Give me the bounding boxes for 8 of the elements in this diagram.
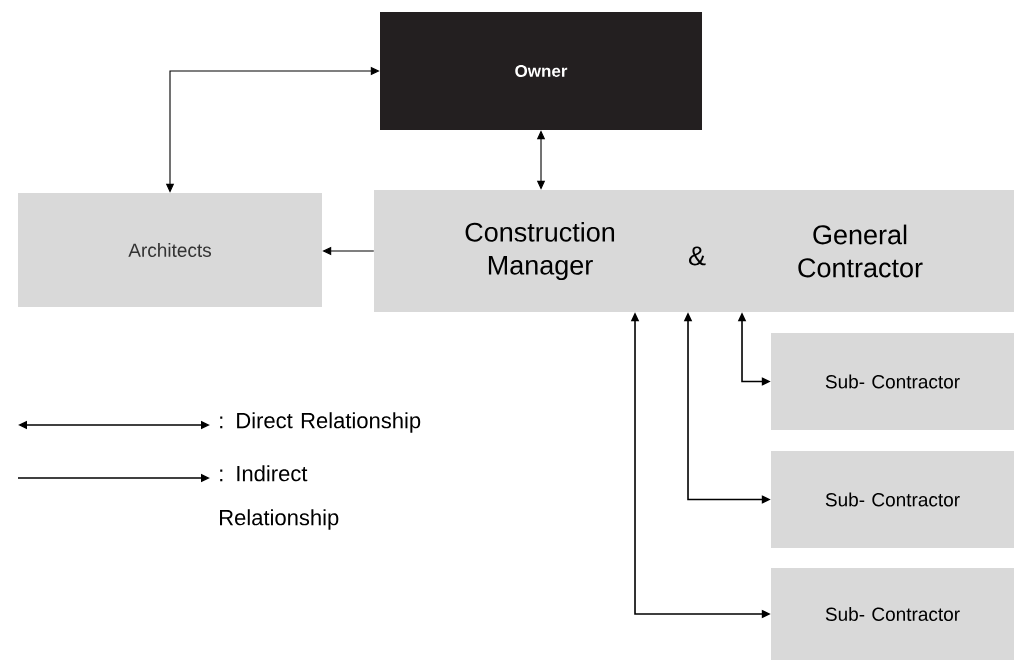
contractor-box: Construction Manager & General Contractor (374, 190, 1014, 312)
subcontractor-box: Sub- Contractor (771, 568, 1014, 660)
subcontractor-box: Sub- Contractor (771, 451, 1014, 548)
subcontractor-box: Sub- Contractor (771, 333, 1014, 430)
legend-text: : Direct Relationship (220, 412, 421, 433)
architects-box: Architects (18, 193, 322, 307)
owner-box: Owner (380, 12, 702, 130)
legend-text: : Indirect Relationship (220, 465, 339, 530)
